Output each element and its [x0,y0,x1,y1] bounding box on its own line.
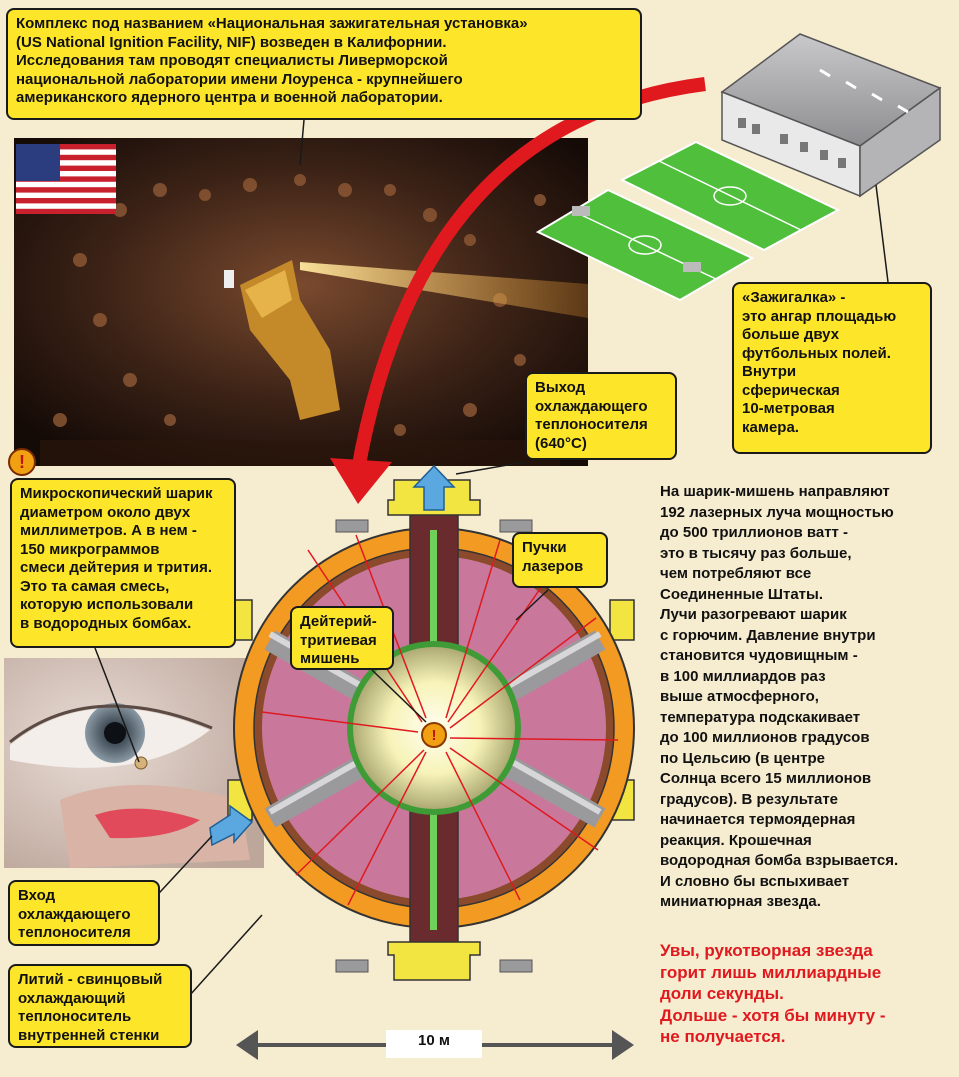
sphere-callout: Микроскопический шарик диаметром около д… [10,478,236,648]
leader-lines [94,119,889,996]
scale-arrow [236,1030,634,1060]
warning-glyph: ! [19,451,25,472]
hangar-callout: «Зажигалка» - это ангар площадью больше … [732,282,932,454]
intro-callout: Комплекс под названием «Национальная заж… [6,8,642,120]
coolant-in-arrow-icon [209,804,254,847]
scale-label: 10 м [418,1032,450,1049]
coolant-out-callout: Выход охлаждающего теплоносителя (640°С) [525,372,677,460]
conclusion-text: Увы, рукотворная звезда горит лишь милли… [660,941,886,1046]
beams-callout: Пучки лазеров [512,532,608,588]
target-callout: Дейтерий- тритиевая мишень [290,606,394,670]
hangar-building [720,33,942,198]
coolant-in-callout: Вход охлаждающего теплоносителя [8,880,160,946]
target-warning-icon: ! [422,723,446,747]
football-fields [535,130,841,302]
target-warning-glyph: ! [431,726,437,744]
coolant-out-arrow-icon [412,464,456,511]
chamber-photo [14,138,588,466]
description-text: На шарик-мишень направляют 192 лазерных … [660,483,899,910]
lithium-callout: Литий - свинцовый охлаждающий теплоносит… [8,964,192,1048]
warning-icon: ! [8,448,36,476]
us-flag-icon [16,144,116,214]
